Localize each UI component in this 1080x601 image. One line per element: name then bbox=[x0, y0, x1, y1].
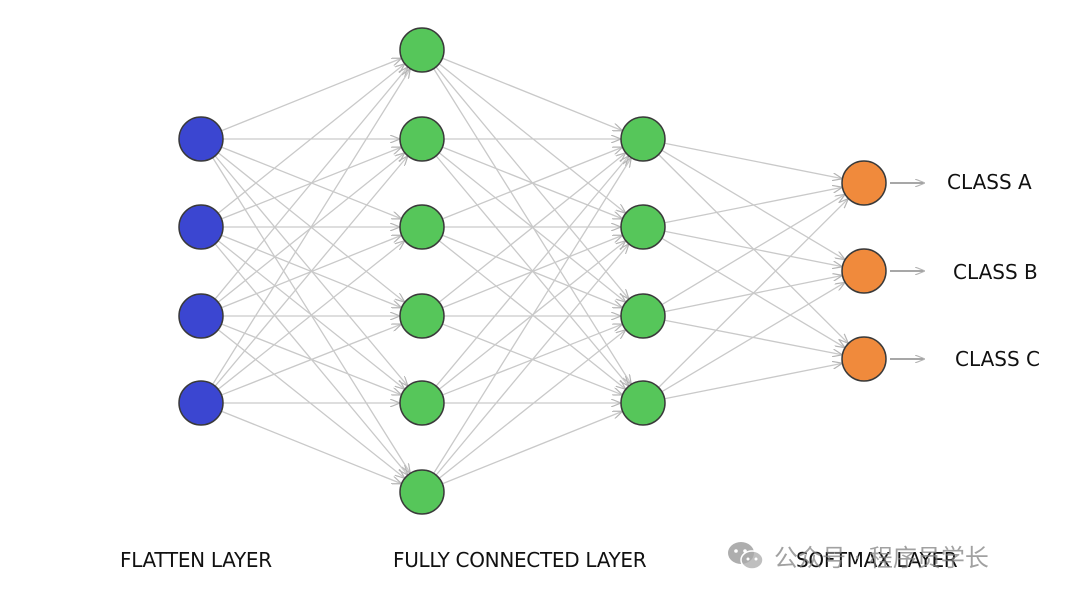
edge-flatten-3-to-fc1-0 bbox=[212, 69, 410, 385]
fc1-node-2 bbox=[399, 116, 445, 162]
fc2-node-4 bbox=[620, 380, 666, 426]
class-c-label: CLASS C bbox=[955, 347, 1040, 371]
edge-flatten-2-to-fc1-0 bbox=[214, 68, 407, 300]
edge-flatten-3-to-fc1-2 bbox=[217, 241, 404, 390]
edge-fc1-5-to-fc2-2 bbox=[438, 330, 625, 479]
edge-flatten-2-to-fc1-5 bbox=[217, 329, 404, 478]
fc2-node-1 bbox=[620, 116, 666, 162]
edge-fc2-3-to-softmax-0 bbox=[658, 199, 848, 388]
edge-fc1-3-to-fc2-0 bbox=[438, 153, 625, 303]
class-a-label: CLASS A bbox=[947, 170, 1032, 194]
fc1-node-5 bbox=[399, 380, 445, 426]
flatten-layer-label: FLATTEN LAYER bbox=[120, 548, 272, 572]
flatten-node-3 bbox=[178, 293, 224, 339]
fc1-node-4 bbox=[399, 293, 445, 339]
flatten-node-4 bbox=[178, 380, 224, 426]
edge-fc1-5-to-fc2-0 bbox=[433, 158, 631, 474]
fc1-node-3 bbox=[399, 204, 445, 250]
flatten-node-1 bbox=[178, 116, 224, 162]
edge-flatten-3-to-fc1-1 bbox=[214, 157, 407, 387]
edge-fc1-2-to-fc2-0 bbox=[442, 148, 621, 220]
edge-fc2-1-to-softmax-1 bbox=[664, 230, 842, 266]
edge-fc1-0-to-fc2-1 bbox=[438, 63, 625, 213]
fc1-node-6 bbox=[399, 469, 445, 515]
edge-fc2-3-to-softmax-2 bbox=[664, 363, 842, 400]
edge-fc1-0-to-fc2-0 bbox=[442, 57, 621, 130]
connection-edges bbox=[212, 57, 848, 485]
softmax-layer-label: SOFTMAX LAYER bbox=[796, 548, 958, 572]
softmax-node-3 bbox=[841, 336, 887, 382]
fc1-node-1 bbox=[399, 27, 445, 73]
edge-flatten-3-to-fc1-5 bbox=[221, 410, 400, 483]
edge-fc1-5-to-fc2-1 bbox=[435, 245, 628, 476]
edge-fc2-0-to-softmax-0 bbox=[664, 142, 842, 178]
softmax-node-1 bbox=[841, 160, 887, 206]
flatten-node-2 bbox=[178, 204, 224, 250]
edge-fc2-2-to-softmax-0 bbox=[661, 195, 844, 306]
fc2-node-2 bbox=[620, 204, 666, 250]
network-nodes bbox=[178, 27, 887, 515]
edge-fc1-0-to-fc2-3 bbox=[433, 68, 631, 384]
edge-flatten-0-to-fc1-0 bbox=[221, 59, 400, 132]
output-arrows bbox=[890, 183, 924, 359]
softmax-node-2 bbox=[841, 248, 887, 294]
edge-fc1-5-to-fc2-3 bbox=[442, 412, 621, 485]
edge-fc2-1-to-softmax-0 bbox=[664, 187, 842, 224]
edge-flatten-1-to-fc1-0 bbox=[217, 64, 404, 214]
fully-connected-layer-label: FULLY CONNECTED LAYER bbox=[393, 548, 647, 572]
fc2-node-3 bbox=[620, 293, 666, 339]
edge-fc1-4-to-fc2-0 bbox=[435, 157, 628, 387]
edge-flatten-3-to-fc1-3 bbox=[221, 324, 400, 396]
edge-fc2-3-to-softmax-1 bbox=[661, 283, 844, 393]
class-b-label: CLASS B bbox=[953, 260, 1038, 284]
